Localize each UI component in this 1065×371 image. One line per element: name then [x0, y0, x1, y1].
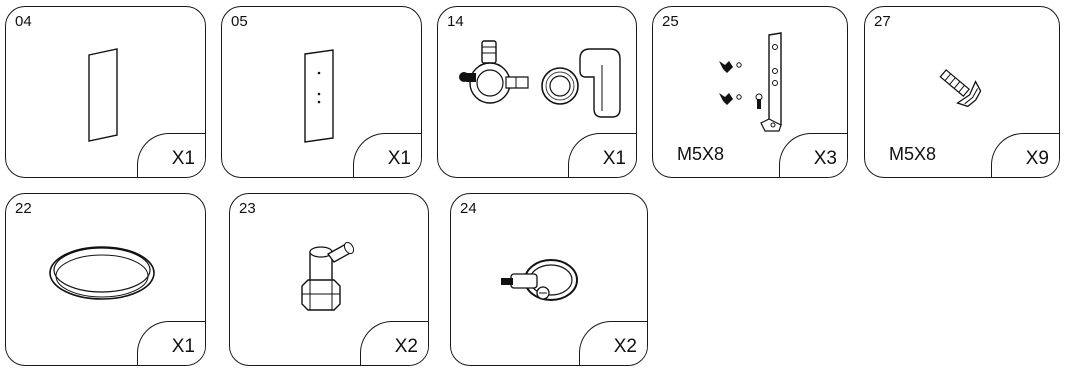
quantity-label: X3 — [813, 148, 837, 169]
bracket-and-screws-illustration — [719, 7, 848, 178]
valve-set-illustration — [459, 7, 637, 178]
part-card-23: 23 X2 — [229, 193, 429, 366]
quantity-box: X1 — [568, 133, 636, 177]
part-card-27: 27 M5X8 X9 — [864, 6, 1060, 178]
quantity-label: X1 — [171, 148, 195, 169]
part-card-05: 05 X1 — [221, 6, 422, 178]
wing-screw-illustration — [865, 7, 1060, 178]
part-spec-label: M5X8 — [889, 144, 937, 164]
quantity-box: X2 — [579, 321, 647, 365]
part-number: 14 — [447, 13, 464, 30]
plate-with-holes-illustration — [222, 7, 422, 178]
part-number: 22 — [15, 200, 32, 217]
part-number: 05 — [231, 13, 248, 30]
quantity-label: X2 — [613, 336, 637, 357]
part-number: 27 — [874, 13, 891, 30]
part-card-04: 04 X1 — [5, 6, 206, 178]
quantity-label: X2 — [394, 336, 418, 357]
part-spec-label: M5X8 — [677, 144, 725, 164]
part-number: 25 — [662, 13, 679, 30]
elbow-fitting-illustration — [230, 194, 429, 366]
part-number: 24 — [460, 200, 477, 217]
quantity-box: X2 — [360, 321, 428, 365]
part-card-22: 22 X1 — [5, 193, 206, 366]
quantity-label: X1 — [387, 148, 411, 169]
quantity-box: X9 — [991, 133, 1059, 177]
plate-illustration — [6, 7, 206, 178]
part-number: 23 — [239, 200, 256, 217]
part-card-14: 14 X1 — [437, 6, 637, 178]
part-number: 04 — [15, 13, 32, 30]
coiled-tube-illustration — [6, 194, 206, 366]
hose-clamp-illustration — [501, 194, 648, 366]
quantity-label: X1 — [602, 148, 626, 169]
quantity-label: X1 — [171, 336, 195, 357]
quantity-box: X1 — [137, 133, 205, 177]
quantity-box: X3 — [779, 133, 847, 177]
part-card-24: 24 X2 — [450, 193, 648, 366]
quantity-box: X1 — [353, 133, 421, 177]
quantity-box: X1 — [137, 321, 205, 365]
quantity-label: X9 — [1025, 148, 1049, 169]
part-card-25: 25 M5X8 X3 — [652, 6, 848, 178]
